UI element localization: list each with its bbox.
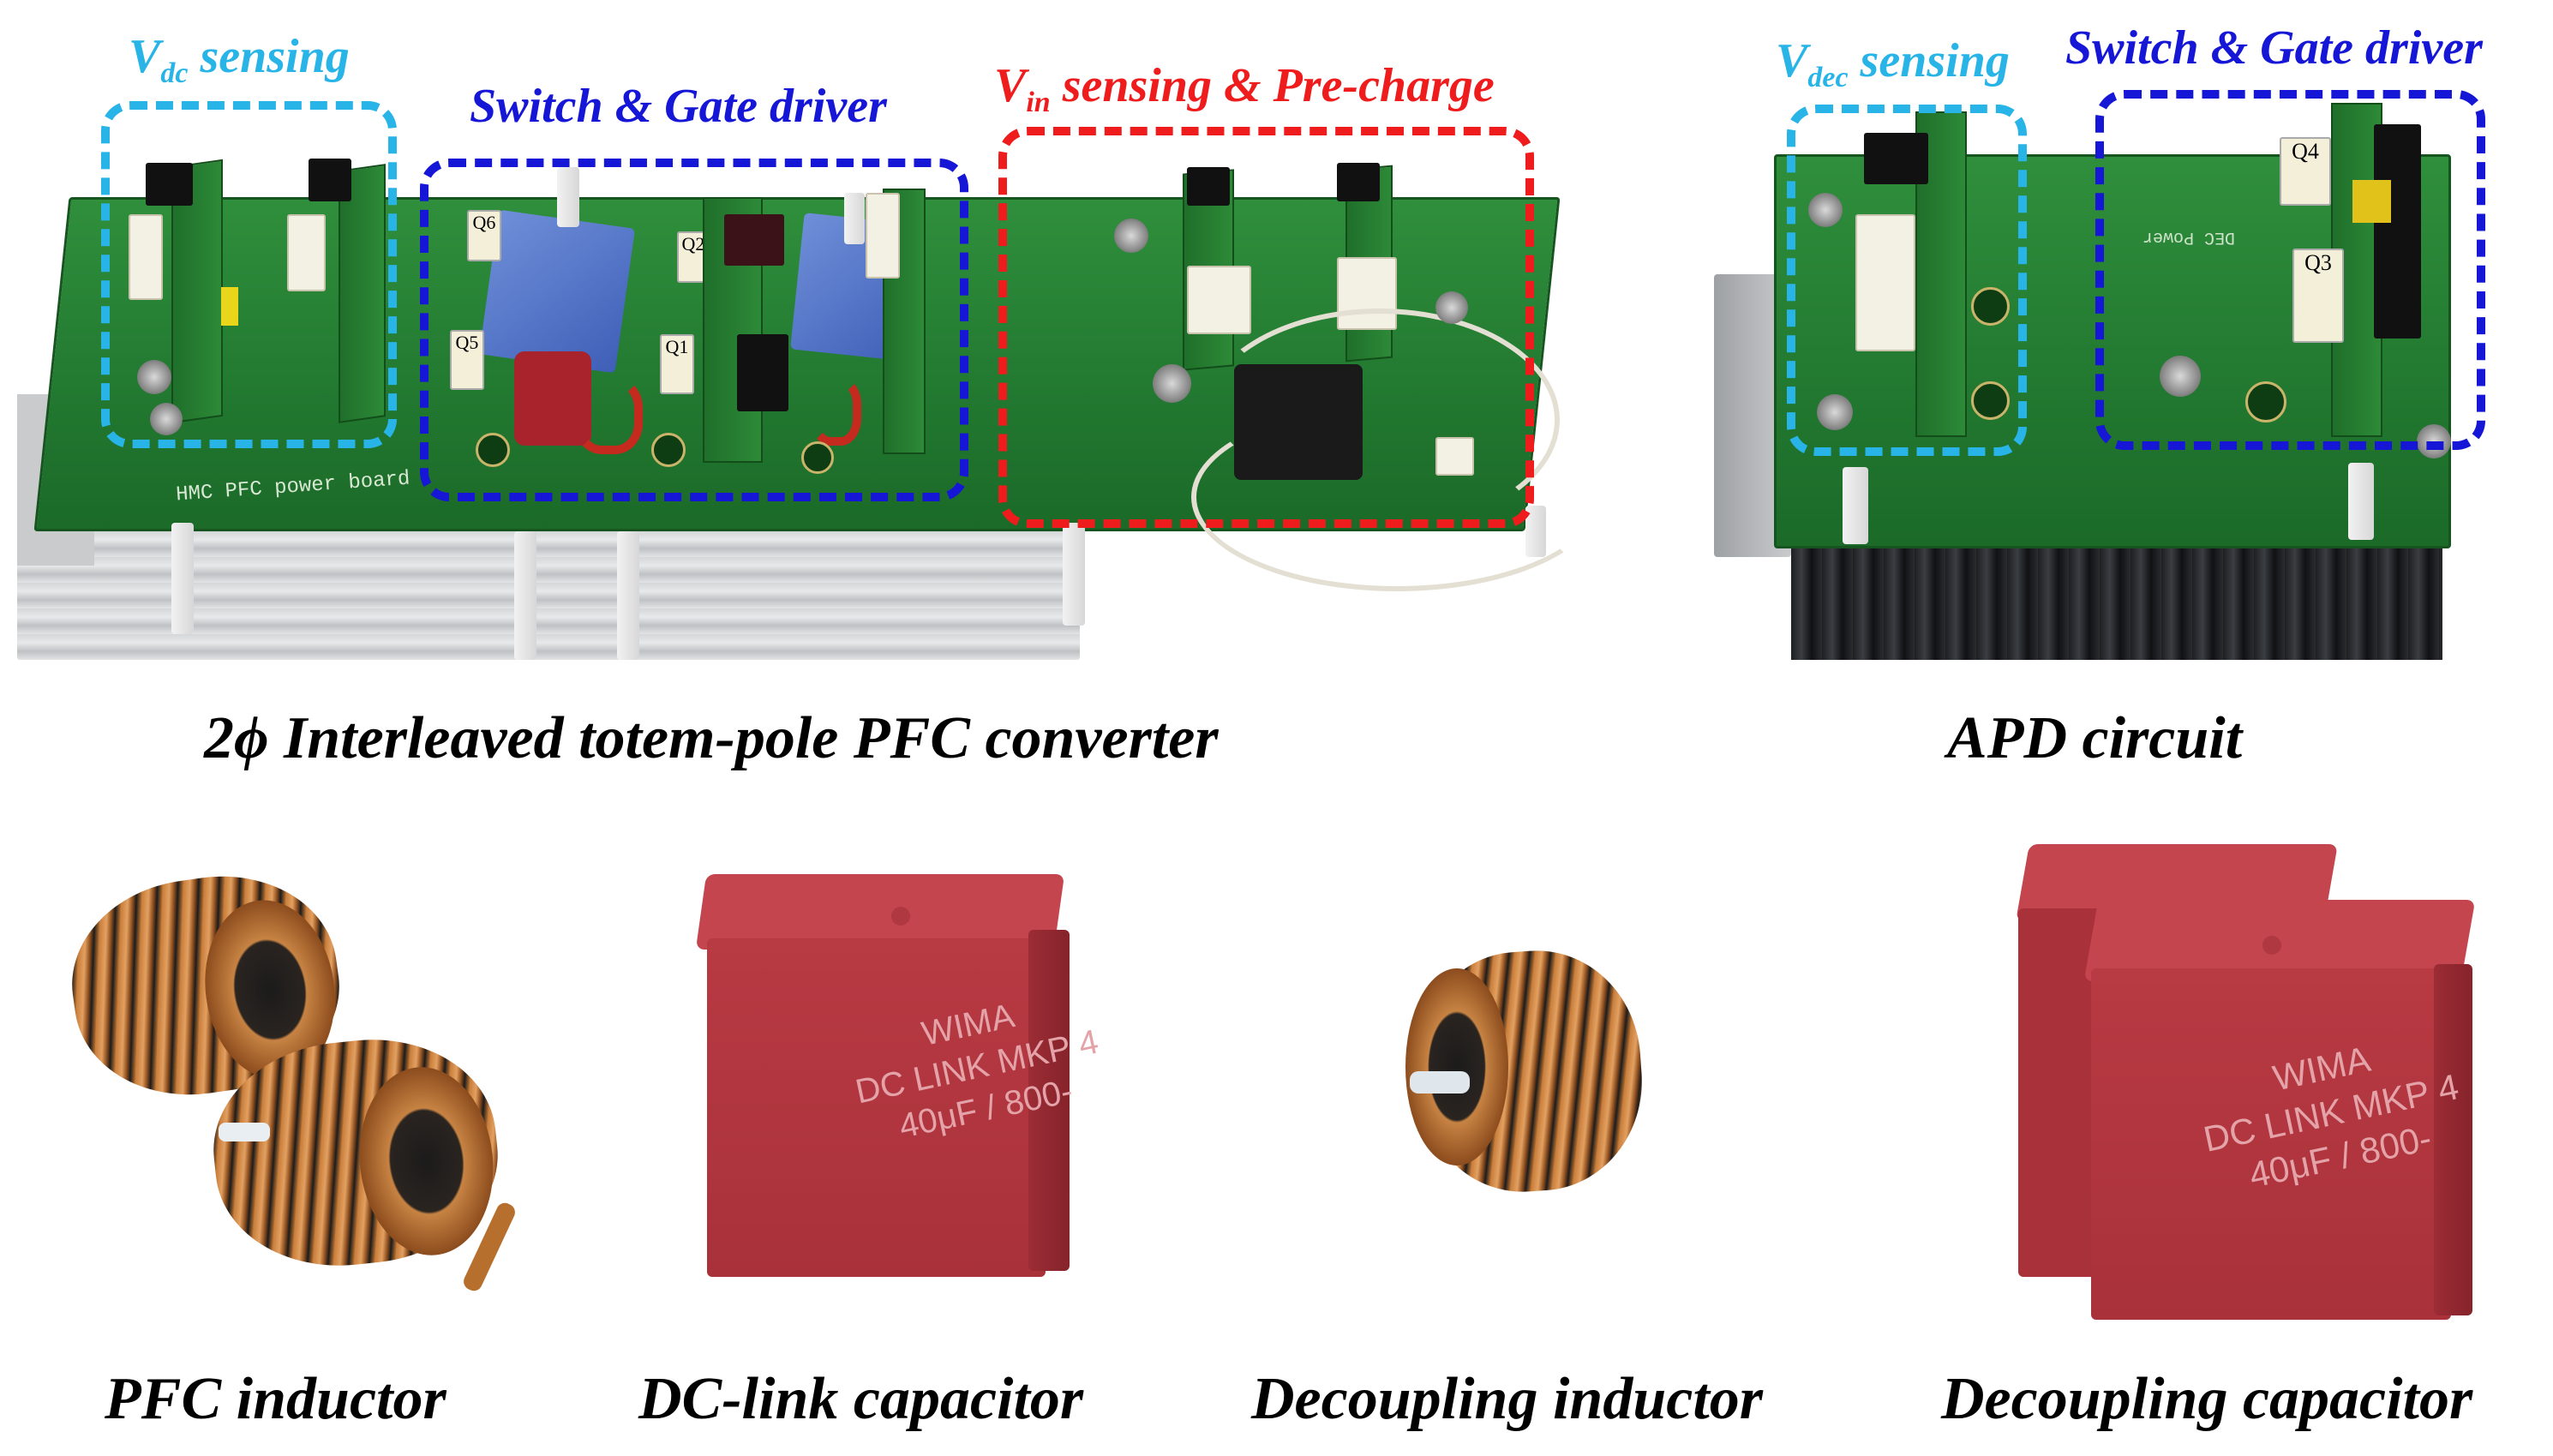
vin-sensor-ic bbox=[1187, 167, 1230, 206]
inductor-tape bbox=[1410, 1071, 1470, 1093]
mounting-hole bbox=[1971, 381, 2010, 420]
capacitor-side bbox=[1028, 930, 1070, 1271]
screw bbox=[1153, 364, 1191, 403]
pfc-converter-caption: 2ϕ Interleaved totem-pole PFC converter bbox=[204, 705, 1219, 771]
vin-connector bbox=[1187, 266, 1251, 334]
mounting-hole bbox=[2245, 381, 2286, 422]
q5-sticker: Q5 bbox=[450, 330, 484, 390]
apd-circuit-caption: APD circuit bbox=[1947, 705, 2243, 771]
inductor-tape bbox=[219, 1123, 270, 1141]
q1-sticker: Q1 bbox=[660, 334, 694, 394]
small-connector bbox=[1435, 437, 1474, 476]
screw bbox=[2160, 356, 2201, 397]
red-wire bbox=[574, 377, 643, 454]
capacitor-body bbox=[707, 938, 1046, 1277]
vdc-sensor-ic bbox=[309, 159, 351, 201]
mounting-hole bbox=[1971, 287, 2010, 326]
pfc-switch-region bbox=[420, 159, 968, 501]
yellow-component bbox=[2352, 180, 2391, 223]
standoff bbox=[171, 523, 194, 634]
decoupling-inductor-caption: Decoupling inductor bbox=[1251, 1366, 1764, 1432]
red-wire bbox=[810, 377, 861, 446]
capacitor-vent bbox=[891, 907, 910, 926]
capacitor-side bbox=[2434, 964, 2472, 1315]
standoff bbox=[514, 531, 536, 660]
apd-switch bbox=[2374, 124, 2421, 339]
standoff bbox=[1843, 467, 1868, 544]
toroid-end bbox=[1405, 968, 1508, 1165]
vin-precharge-label: Vin sensing & Pre-charge bbox=[994, 59, 1495, 119]
mounting-hole bbox=[476, 433, 510, 467]
vdec-sensor-ic bbox=[1864, 133, 1928, 184]
white-wire bbox=[1200, 309, 1560, 531]
apd-switch-region bbox=[2095, 90, 2485, 450]
decoupling-capacitor-caption: Decoupling capacitor bbox=[1941, 1366, 2473, 1432]
standoff bbox=[557, 167, 579, 227]
screw bbox=[1817, 394, 1853, 430]
mounting-hole bbox=[651, 433, 686, 467]
vdec-connector bbox=[1855, 214, 1915, 351]
screw bbox=[1114, 219, 1148, 253]
pfc-switch-label: Switch & Gate driver bbox=[470, 80, 887, 133]
standoff bbox=[2348, 463, 2374, 540]
gate-driver-ic bbox=[724, 214, 784, 266]
capacitor-vent bbox=[2262, 936, 2281, 955]
vdec-sensing-label: Vdec sensing bbox=[1776, 34, 2010, 94]
screw bbox=[1435, 291, 1468, 324]
vdc-connector bbox=[287, 214, 326, 291]
vdc-sensing-region bbox=[101, 101, 397, 448]
gate-connector bbox=[866, 193, 900, 279]
screw bbox=[1808, 193, 1843, 227]
standoff bbox=[617, 531, 639, 660]
pfc-inductor-caption: PFC inductor bbox=[105, 1366, 446, 1432]
vin-sensor-ic bbox=[1337, 163, 1380, 201]
q6-sticker: Q6 bbox=[467, 210, 501, 261]
capacitor-body bbox=[2091, 968, 2451, 1320]
vin-precharge-region bbox=[998, 127, 1534, 528]
screw bbox=[137, 360, 171, 394]
yellow-component bbox=[221, 287, 238, 326]
q3-sticker: Q3 bbox=[2292, 249, 2344, 343]
vdc-sensing-label: Vdc sensing bbox=[129, 30, 350, 90]
dc-link-capacitor-caption: DC-link capacitor bbox=[638, 1366, 1084, 1432]
screw bbox=[150, 403, 183, 435]
vdc-sensor-ic bbox=[146, 163, 193, 206]
standoff bbox=[1063, 523, 1085, 626]
apd-switch-label: Switch & Gate driver bbox=[2065, 21, 2483, 75]
white-wire bbox=[1191, 403, 1603, 591]
vdc-connector bbox=[129, 214, 163, 300]
standoff bbox=[844, 193, 865, 244]
vdec-sensing-region bbox=[1787, 105, 2027, 456]
gate-driver-ic bbox=[737, 334, 788, 411]
q4-sticker: Q4 bbox=[2280, 137, 2331, 206]
vdec-sense-board bbox=[1915, 111, 1967, 437]
mounting-hole bbox=[801, 441, 834, 474]
